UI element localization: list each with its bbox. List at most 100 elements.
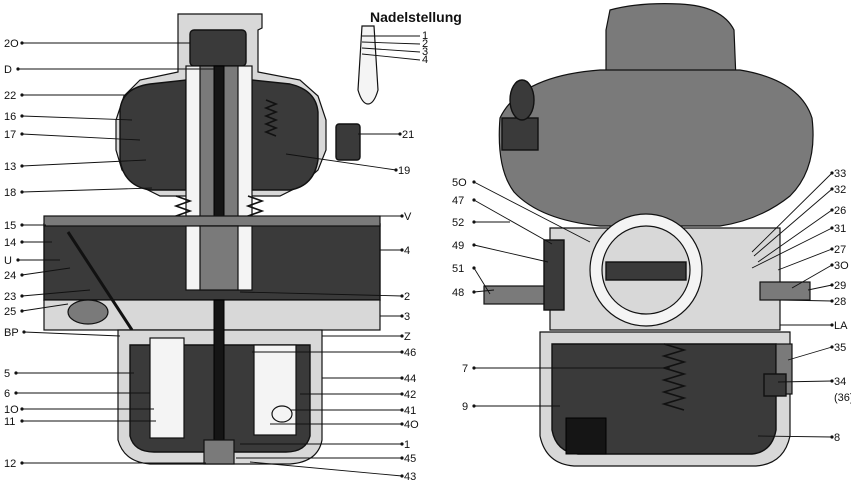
callout-label: U [4, 255, 12, 267]
leader-line [777, 248, 833, 271]
leader-line [757, 435, 833, 438]
leader-line [473, 181, 591, 243]
choke-lever [66, 231, 134, 331]
callout-label: 15 [4, 220, 16, 232]
leader-dot [16, 258, 20, 262]
leader-line [807, 284, 833, 291]
leader-dot [400, 456, 404, 460]
callout-labels: 2OD22161713181514U242325BP561O11122119V4… [4, 38, 851, 483]
cover-bracket [501, 117, 539, 151]
callout-label: 22 [4, 90, 16, 102]
main-jet-stem [213, 299, 225, 451]
leader-dot [830, 171, 834, 175]
callout-label: 16 [4, 111, 16, 123]
needle-pos-3: 3 [422, 46, 428, 58]
leader-dot [16, 67, 20, 71]
callout-label: 5 [4, 368, 10, 380]
leader-dot [400, 214, 404, 218]
leader-dot [830, 379, 834, 383]
tickler [763, 373, 787, 397]
callout-label: (36) [834, 392, 851, 404]
left-chamber [119, 79, 187, 191]
leader-dot [20, 114, 24, 118]
top-stack [605, 3, 737, 81]
leader-dot [22, 330, 26, 334]
callout-label: 17 [4, 129, 16, 141]
leader-line [757, 209, 833, 263]
needle-pos-2: 2 [422, 38, 428, 50]
leader-dot [20, 273, 24, 277]
callout-label: 43 [404, 471, 416, 483]
callout-label: 48 [452, 287, 464, 299]
callout-label: 41 [404, 405, 416, 417]
leader-line [23, 331, 121, 337]
callout-label: 7 [462, 363, 468, 375]
leader-line [473, 289, 495, 293]
callout-label: Z [404, 331, 411, 343]
leader-dot [472, 198, 476, 202]
leader-line [21, 133, 141, 141]
leader-dot [830, 247, 834, 251]
right-bolt [759, 281, 811, 301]
right-carburetor-view [483, 3, 814, 467]
leader-dot [830, 323, 834, 327]
callout-label: 11 [4, 416, 15, 428]
needle-pos-4: 4 [422, 54, 428, 66]
right-bowl-inner [551, 343, 777, 455]
leader-dot [20, 164, 24, 168]
leader-dot [830, 345, 834, 349]
leader-line [787, 346, 833, 361]
callout-label: 27 [834, 244, 846, 256]
knurled-knob [509, 79, 535, 121]
callout-label: 45 [404, 453, 416, 465]
callout-label: 52 [452, 217, 464, 229]
leader-dot [830, 263, 834, 267]
callout-label: 1O [4, 404, 19, 416]
callout-label: 44 [404, 373, 416, 385]
callout-label: 9 [462, 401, 468, 413]
leader-line [239, 291, 403, 297]
callout-label: 3 [404, 311, 410, 323]
leader-dot [400, 248, 404, 252]
callout-label: 29 [834, 280, 846, 292]
leader-dot [830, 299, 834, 303]
needle [357, 25, 379, 105]
callout-label: 33 [834, 168, 846, 180]
leader-line [781, 299, 833, 302]
right-chamber [251, 79, 319, 191]
callout-label: 6 [4, 388, 10, 400]
callout-label: 24 [4, 270, 16, 282]
right-float-spring [661, 343, 687, 411]
leader-dot [830, 283, 834, 287]
callout-label: 28 [834, 296, 846, 308]
callout-label: 51 [452, 263, 464, 275]
leader-dot [14, 371, 18, 375]
leader-dot [472, 180, 476, 184]
inset-title: Nadelstellung [370, 9, 462, 25]
leader-dot [400, 392, 404, 396]
leader-dot [830, 435, 834, 439]
leader-line [249, 461, 403, 477]
callout-label: 34 [834, 376, 846, 388]
leader-line [751, 227, 833, 269]
callout-label: 49 [452, 240, 464, 252]
leader-dot [472, 220, 476, 224]
leader-line [21, 187, 153, 193]
leader-line [285, 153, 397, 171]
leader-line [21, 267, 71, 276]
callout-label: 3O [834, 260, 849, 272]
leader-line [21, 303, 69, 312]
callout-label: 2O [4, 38, 19, 50]
leader-dot [20, 294, 24, 298]
throttle-plate [605, 261, 687, 281]
needle-pos-1: 1 [422, 30, 428, 42]
leader-dot [14, 391, 18, 395]
callout-label: V [404, 211, 412, 223]
leader-dot [830, 187, 834, 191]
leader-dot [472, 290, 476, 294]
callout-label: 32 [834, 184, 846, 196]
leader-dot [400, 376, 404, 380]
callout-label: 46 [404, 347, 416, 359]
leader-dot [20, 41, 24, 45]
